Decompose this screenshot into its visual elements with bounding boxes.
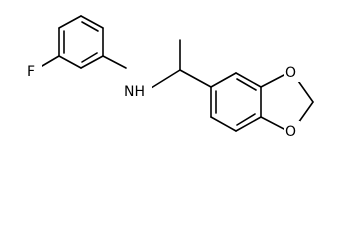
molecule-diagram: F NH O O [26,15,314,141]
benzodioxole-ring [210,72,262,132]
bond [235,116,262,132]
c-n-bond [102,55,127,69]
n-ch-bond [150,69,181,89]
structure-canvas: F NH O O [26,15,314,141]
double-bond [236,113,256,126]
fluorine-label: F [27,64,35,80]
bond [80,15,104,29]
bond [80,55,104,69]
fluorophenyl-ring [58,15,104,69]
bond [260,116,287,131]
bond [235,72,262,88]
bond [210,116,237,132]
bond [58,55,82,69]
dioxole-oxygen-top-label: O [285,65,296,81]
bond [260,73,287,88]
amine-label: NH [124,84,145,100]
c-f-bond [41,55,60,67]
dioxole-oxygen-bottom-label: O [285,124,296,140]
double-bond [236,78,257,91]
double-bond [81,21,99,32]
bond [210,72,237,88]
bond [58,15,82,29]
double-bond [81,52,98,63]
ch-ring-bond [179,69,212,88]
